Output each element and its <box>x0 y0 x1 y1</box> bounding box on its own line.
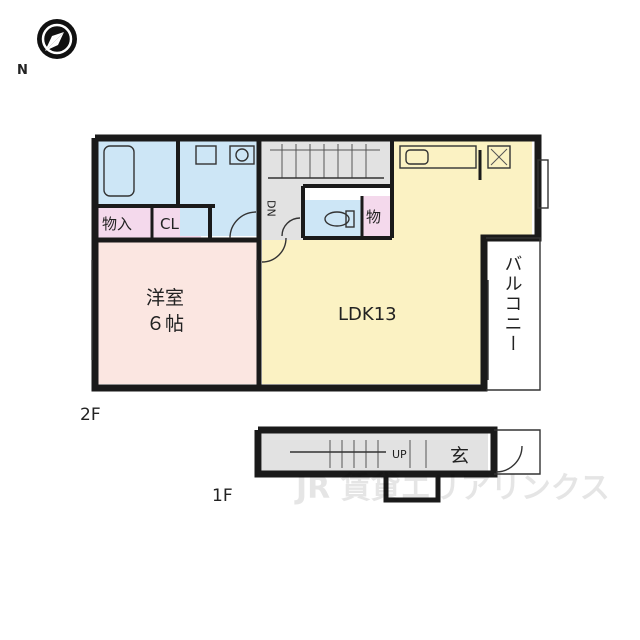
entrance-label: 玄 <box>450 445 469 467</box>
floor-1f-label: 1F <box>212 486 233 506</box>
stairs-2f <box>268 144 384 179</box>
stairs-up-label: UP <box>392 448 407 461</box>
door-swing <box>261 237 287 263</box>
ldk-label: LDK13 <box>338 304 397 325</box>
storage-2 <box>362 196 392 236</box>
door-swing <box>229 211 257 239</box>
western-room <box>97 240 257 384</box>
ldk-room <box>262 140 532 384</box>
storage-label: 物入 <box>102 215 132 233</box>
balcony-label: バルコニー <box>502 254 523 354</box>
toilet-icon <box>324 211 350 227</box>
western-room-size-label: ６帖 <box>146 313 184 335</box>
balcony <box>486 238 540 390</box>
window <box>537 159 549 209</box>
washbasin-icon <box>229 145 255 165</box>
washing-machine-icon <box>195 145 217 165</box>
fridge-icon <box>487 145 511 169</box>
bathroom <box>97 140 177 204</box>
western-room-label: 洋室 <box>146 287 184 309</box>
compass-icon <box>37 19 77 59</box>
stairwell <box>262 140 392 184</box>
bathtub-icon <box>103 145 135 197</box>
kitchen-counter-icon <box>399 145 477 169</box>
washroom <box>180 140 260 236</box>
stairs-down-label: DN <box>265 200 278 217</box>
closet-label: CL <box>160 215 179 233</box>
door-swing <box>281 217 301 237</box>
floor-2f-label: 2F <box>80 405 101 425</box>
north-label: N <box>17 63 28 78</box>
storage-2-label: 物 <box>366 208 381 226</box>
watermark: JR 賃貸エリアリンクス <box>294 471 610 506</box>
door-swing <box>495 445 523 473</box>
entrance-hall <box>442 432 488 472</box>
stairs-1f <box>290 440 427 468</box>
toilet <box>305 200 361 236</box>
